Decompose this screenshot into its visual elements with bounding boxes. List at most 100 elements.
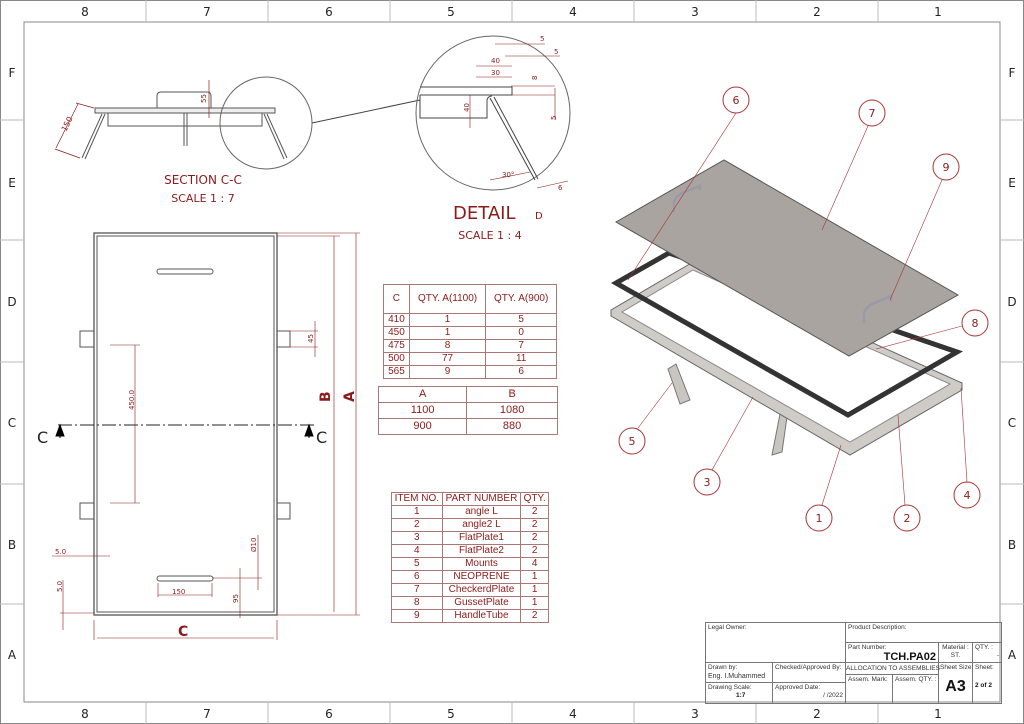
balloon-5 — [618, 427, 646, 455]
sheet-label: Sheet: — [975, 664, 994, 671]
table-cell: 450 — [383, 326, 410, 340]
table-cell: 1 — [408, 313, 487, 327]
balloon-9 — [932, 153, 960, 181]
table-cell: NEOPRENE — [441, 570, 522, 584]
table-cell: 9 — [408, 365, 487, 379]
zone-row: F — [9, 66, 16, 80]
approved-date-label: Approved Date: — [775, 684, 821, 691]
table-cell: FlatPlate2 — [441, 544, 522, 558]
dim: 30° — [502, 171, 514, 179]
zone-row: E — [1008, 176, 1016, 190]
balloon-number: 4 — [964, 489, 971, 502]
zone-row: A — [1008, 648, 1017, 662]
balloon-number: 7 — [869, 107, 876, 120]
table-cell: 2 — [391, 518, 443, 532]
balloon-2 — [893, 504, 921, 532]
drawing-scale: 1:7 — [736, 692, 746, 699]
table-cell: 5 — [485, 313, 557, 327]
dim-handle: 55 — [200, 94, 208, 103]
table-cell: 2 — [520, 531, 549, 545]
qty-label: QTY. : — [975, 644, 993, 651]
zone-col: 3 — [691, 5, 699, 19]
title-block: Legal Owner: Product Description: Part N… — [705, 622, 1002, 704]
section-mark-right: C — [316, 428, 327, 447]
table-cell: FlatPlate1 — [441, 531, 522, 545]
table-cell: GussetPlate — [441, 596, 522, 610]
zone-col: 2 — [813, 707, 821, 721]
zone-row: C — [1008, 416, 1016, 430]
balloon-7 — [858, 99, 886, 127]
table-cell: Mounts — [441, 557, 522, 571]
table-cell: 8 — [408, 339, 487, 353]
table-cell: CheckerdPlate — [441, 583, 522, 597]
material-cell: Material :ST. — [939, 643, 973, 663]
dim: 30 — [491, 69, 500, 77]
part-number-cell: Part Number:TCH.PA02 — [846, 643, 939, 663]
dim-leg: 150 — [60, 115, 75, 133]
column-header: QTY. A(900) — [485, 284, 557, 314]
approved-date-cell: Approved Date:/ /2022 — [773, 683, 846, 703]
dim-diameter: Ø10 — [250, 538, 258, 552]
table-cell: 11 — [485, 352, 557, 366]
balloon-4 — [953, 481, 981, 509]
zone-col: 6 — [325, 5, 333, 19]
table-cell: 565 — [383, 365, 410, 379]
table-cell: 4 — [391, 544, 443, 558]
zone-col: 6 — [325, 707, 333, 721]
dim-95: 95 — [232, 594, 240, 603]
balloon-6 — [722, 86, 750, 114]
detail-title: DETAIL — [453, 203, 515, 224]
column-header: QTY. A(1100) — [408, 284, 487, 314]
table-cell: 0 — [485, 326, 557, 340]
table-cell: 6 — [391, 570, 443, 584]
zone-col: 1 — [934, 5, 942, 19]
balloon-number: 3 — [704, 476, 711, 489]
zone-col: 8 — [81, 707, 89, 721]
table-cell: 6 — [485, 365, 557, 379]
plan-view: C C B A C 450.0 45 5.0 5.0 150 95 Ø10 — [37, 232, 360, 640]
dim-5-horizontal: 5.0 — [55, 548, 66, 556]
dim-c: C — [178, 624, 188, 640]
zone-col: 5 — [447, 707, 455, 721]
column-header: C — [383, 284, 410, 314]
column-header: B — [466, 386, 558, 403]
zone-col: 5 — [447, 5, 455, 19]
table-cell: 2 — [520, 609, 549, 623]
table-cell: 1 — [520, 596, 549, 610]
balloon-number: 5 — [629, 435, 636, 448]
material-label: Material : — [942, 644, 969, 651]
sheet-size: A3 — [945, 678, 966, 695]
dim: 5 — [550, 116, 558, 120]
drawn-by-label: Drawn by: — [708, 664, 738, 671]
table-cell: angle2 L — [441, 518, 522, 532]
table-cell: 1080 — [466, 402, 558, 419]
table-cell: 5 — [391, 557, 443, 571]
dim: 8 — [531, 76, 539, 80]
section-scale: SCALE 1 : 7 — [171, 192, 234, 205]
dim-5-vertical: 5.0 — [56, 581, 64, 592]
dim: 5 — [540, 35, 544, 43]
qty-cell: QTY. :- — [973, 643, 1001, 663]
checked-by: Checked/Approved By: — [773, 663, 846, 683]
column-header: PART NUMBER — [441, 492, 522, 506]
drawing-scale-cell: Drawing Scale:1:7 — [706, 683, 773, 703]
zone-col: 7 — [203, 5, 211, 19]
balloon-number: 1 — [816, 512, 823, 525]
